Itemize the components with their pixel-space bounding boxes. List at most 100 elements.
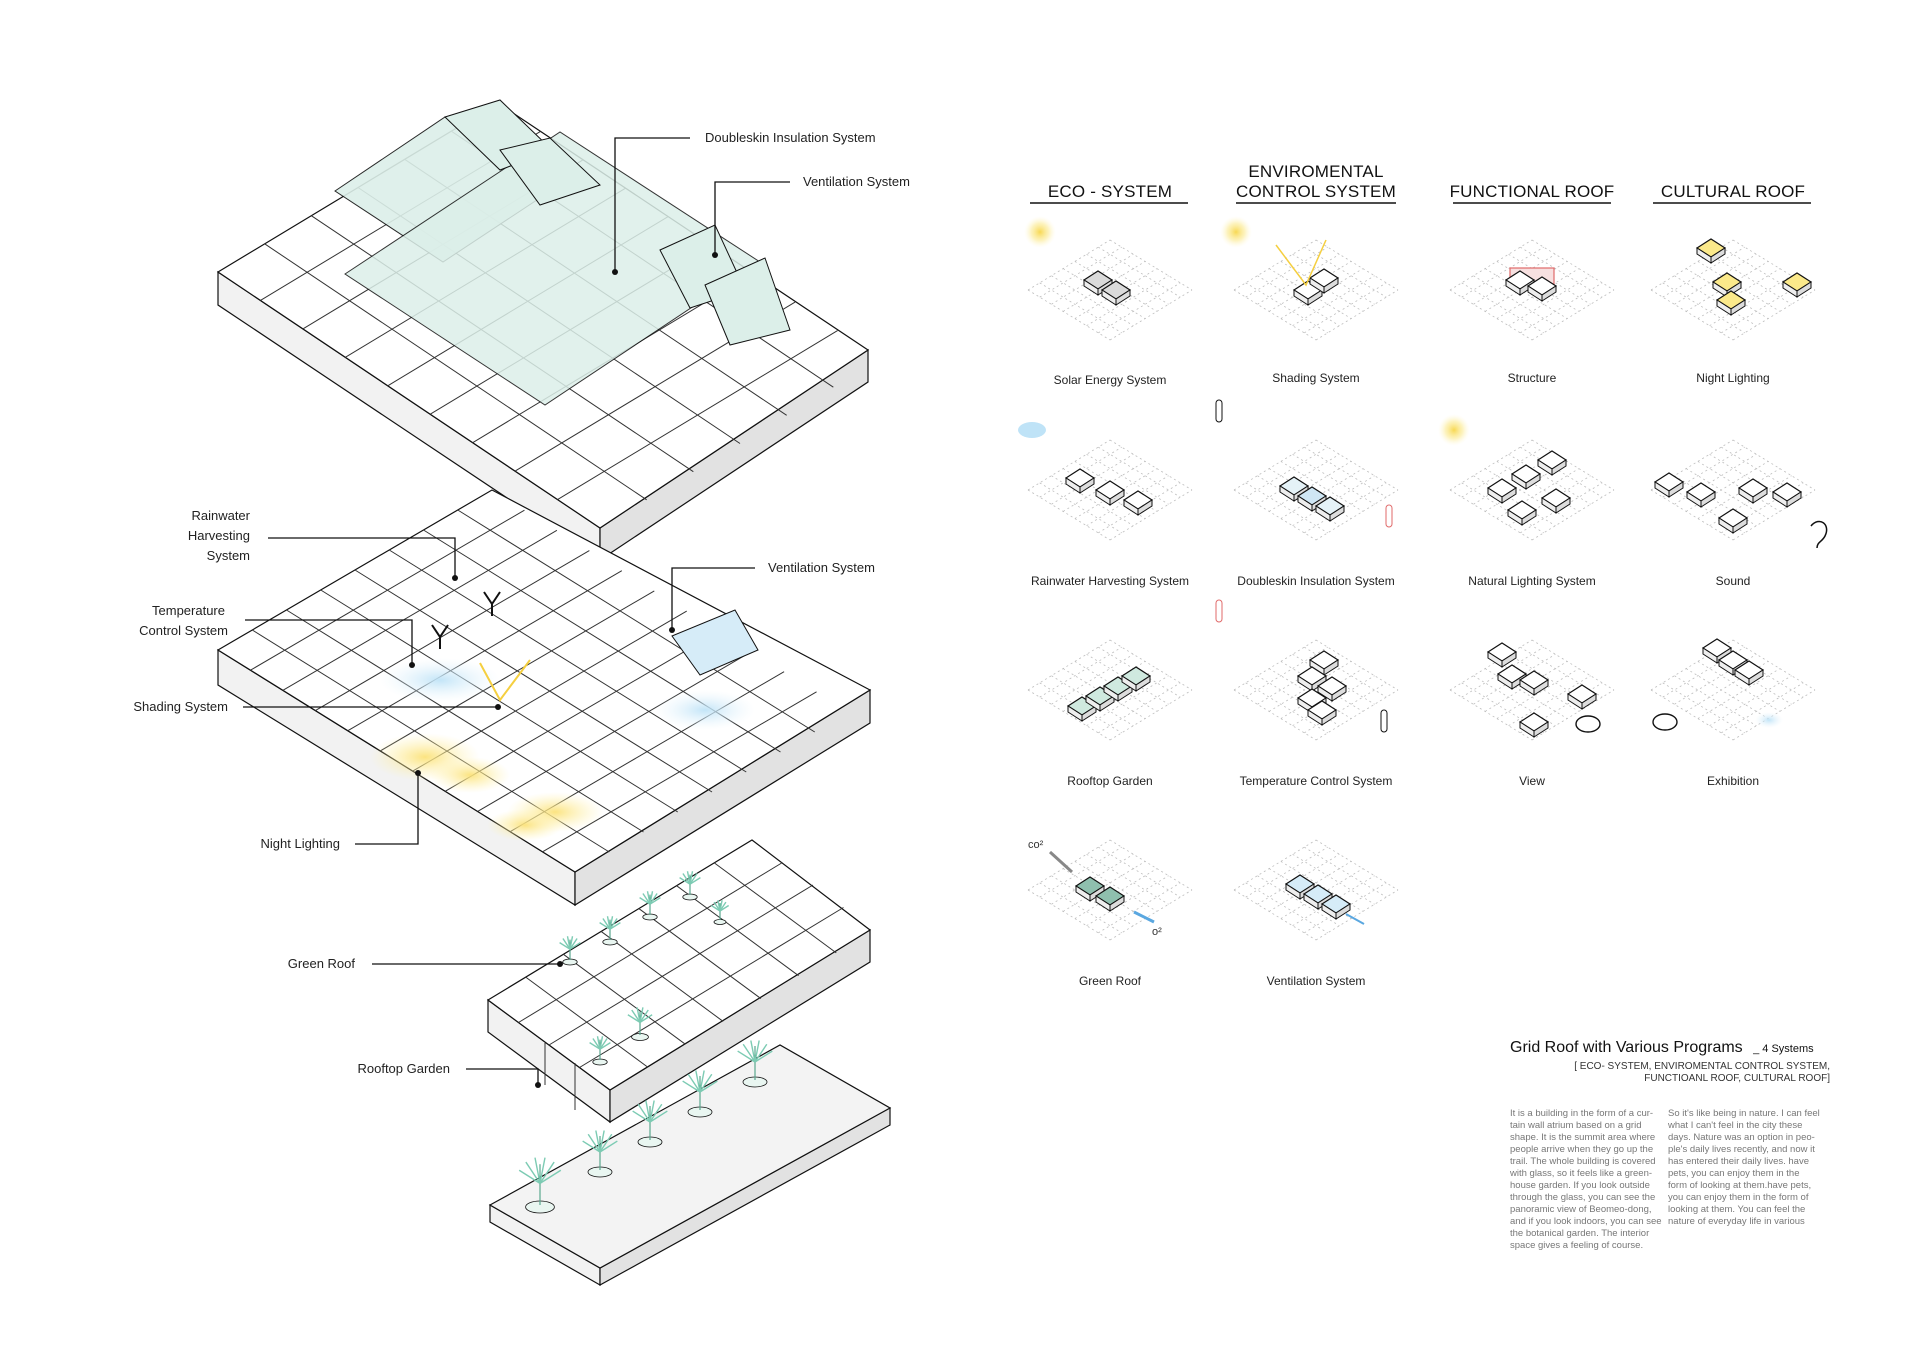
label-sound: Sound (1716, 574, 1751, 588)
summary-subtitle-2: FUNCTIOANL ROOF, CULTURAL ROOF] (1644, 1073, 1830, 1084)
thermometer-icon (1215, 399, 1223, 423)
cell-grid-edge (1233, 889, 1317, 941)
module-side (1323, 659, 1339, 676)
tree-branch (719, 904, 730, 912)
frame-grid-line (354, 569, 713, 793)
callouts: Doubleskin Insulation System Ventilation… (133, 130, 910, 1088)
box-grid-line (518, 862, 783, 1023)
tree-branch (569, 938, 578, 950)
tree-branch (639, 897, 651, 905)
module-side (1752, 487, 1768, 504)
tree-branch (534, 1157, 541, 1184)
callout-temperature-2: Control System (139, 623, 228, 638)
night-light-glow (487, 809, 563, 841)
label-structure: Structure (1508, 371, 1557, 385)
tree-branch (592, 1038, 601, 1050)
cell-0-2 (1027, 639, 1193, 741)
leader-ventilation-mid (671, 567, 755, 630)
leader-dot (669, 627, 675, 633)
cell-grid-line (1051, 475, 1134, 527)
label-night-lighting: Night Lighting (1696, 371, 1769, 385)
cell-2-1 (1438, 414, 1615, 541)
cell-grid-line (1662, 682, 1745, 734)
cell-grid-line (1484, 268, 1568, 319)
cell-grid-line (1292, 653, 1375, 705)
heading-enviromental-2: CONTROL SYSTEM (1236, 182, 1396, 201)
raised-glass-flap (499, 137, 601, 206)
cell-grid-edge (1027, 689, 1111, 741)
tree-branch (649, 1100, 655, 1123)
label-rainwater-harvesting: Rainwater Harvesting System (1031, 574, 1189, 588)
green-roof-layer (486, 839, 872, 1124)
leader-dot (409, 662, 415, 668)
cell-grid-line (1685, 668, 1769, 719)
leader-temperature (245, 619, 413, 665)
summary-body-line: you can enjoy them in the form of (1668, 1192, 1809, 1203)
cell-grid-edge (1315, 889, 1399, 941)
cell-grid-line (1257, 275, 1340, 327)
frame-grid-line (286, 609, 644, 833)
label-natural-lighting: Natural Lighting System (1468, 574, 1595, 588)
summary-body-line: looking at them. You can feel the (1668, 1204, 1805, 1215)
heading-eco-system: ECO - SYSTEM (1048, 182, 1172, 201)
cell-grid-line (1098, 246, 1181, 298)
cell-grid-edge (1027, 839, 1111, 891)
cell-grid-line (1292, 875, 1375, 927)
leader-dot (495, 704, 501, 710)
tree-branch (682, 873, 691, 885)
cell-grid-edge (1732, 289, 1816, 341)
summary-body-line: people arrive when they go up the (1510, 1144, 1653, 1155)
tree-branch (599, 1036, 604, 1050)
sun-icon (1438, 414, 1470, 446)
label-solar-energy: Solar Energy System (1054, 373, 1167, 387)
cell-grid-line (1496, 668, 1580, 719)
module-side (1796, 281, 1812, 298)
leader-dot (557, 961, 563, 967)
cell-grid-line (1039, 682, 1122, 734)
module-side (1533, 721, 1549, 738)
cell-grid-edge (1449, 239, 1533, 291)
tree-branch (525, 1161, 541, 1184)
tree-planter (713, 919, 727, 925)
cell-grid-edge (1315, 689, 1399, 741)
cell-grid-line (1062, 461, 1146, 512)
cell-grid-edge (1732, 689, 1816, 741)
tree-branch (566, 936, 571, 950)
tree-branch (639, 1014, 653, 1023)
tree-branch (582, 1140, 601, 1153)
callout-green-roof: Green Roof (288, 956, 356, 971)
tree-branch (682, 1080, 701, 1093)
roof-tree (627, 1007, 653, 1041)
cell-grid-line (1062, 861, 1146, 912)
shading-glow (655, 690, 755, 730)
tree-branch (689, 873, 698, 885)
o2-marker: o² (1152, 926, 1162, 938)
cell-grid-line (1098, 446, 1181, 498)
module-side (1323, 277, 1339, 294)
label-doubleskin: Doubleskin Insulation System (1237, 574, 1394, 588)
summary-body-line: through the glass, you can see the (1510, 1192, 1655, 1203)
tree-branch (699, 1073, 713, 1093)
cell-1-1 (1215, 399, 1399, 541)
tree-branch (719, 901, 727, 912)
cell-grid-line (1508, 675, 1591, 727)
cell-3-1 (1650, 439, 1828, 549)
cell-0-1 (1018, 422, 1193, 541)
module-side (1525, 473, 1541, 490)
rain-funnel-icon (431, 624, 449, 649)
leader-night-lighting (355, 773, 419, 845)
tree-branch (649, 1103, 663, 1123)
cell-grid-line (1304, 846, 1387, 898)
summary-block: Grid Roof with Various Programs _ 4 Syst… (1509, 1039, 1830, 1251)
cell-grid-edge (1027, 289, 1111, 341)
summary-body-line: what I can't feel in the city these (1667, 1120, 1802, 1131)
cell-grid-line (1245, 846, 1328, 898)
grid-frame-layer (216, 489, 872, 907)
cell-grid-line (1709, 275, 1792, 327)
cell-grid-line (1520, 246, 1603, 298)
tree-branch (637, 1103, 651, 1123)
summary-body-line: days. Nature was an option in peo- (1668, 1132, 1815, 1143)
cell-grid-line (1674, 275, 1757, 327)
summary-body-line: tain wall atrium based on a grid (1510, 1120, 1642, 1131)
cell-grid-line (1257, 875, 1340, 927)
